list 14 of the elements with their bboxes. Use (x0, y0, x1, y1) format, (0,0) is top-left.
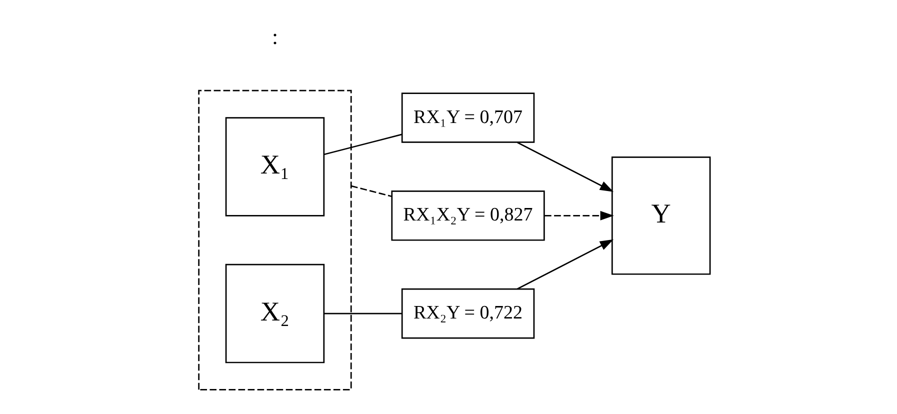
label: : (271, 24, 278, 49)
connector (324, 312, 402, 314)
connector (350, 184, 392, 196)
node-box: RX₁Y = 0,707 (400, 92, 534, 142)
node-box: RX₂Y = 0,722 (400, 288, 534, 338)
node-box: X₂ (224, 263, 324, 363)
arrow (516, 141, 614, 192)
connector (324, 133, 402, 155)
arrow (544, 210, 614, 220)
node-box: X₁ (224, 116, 324, 216)
node-box: RX₁X₂Y = 0,827 (390, 190, 544, 240)
arrow (516, 238, 614, 289)
node-box: Y (610, 156, 710, 274)
cluster (198, 89, 352, 390)
